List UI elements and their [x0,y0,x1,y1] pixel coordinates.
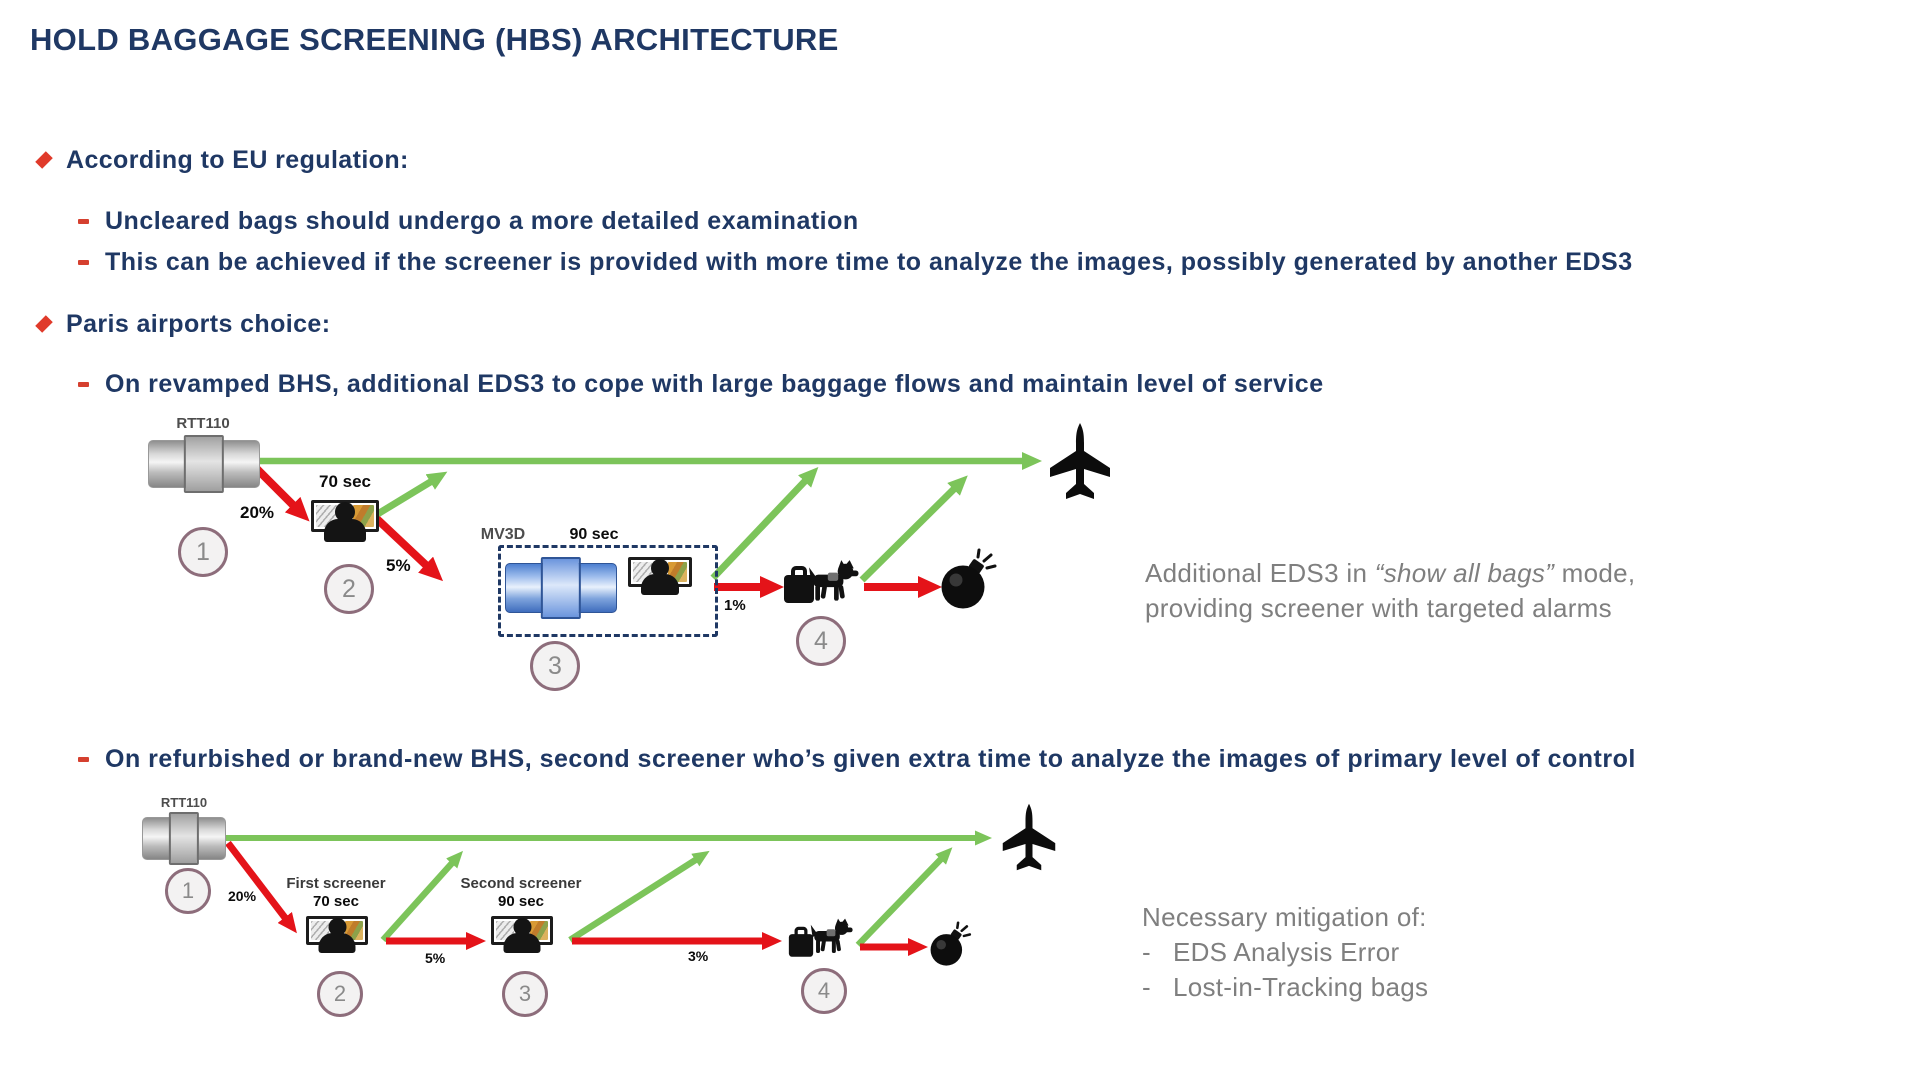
bullet-more-time: This can be achieved if the screener is … [78,248,1633,277]
step-number: 3 [518,981,532,1006]
step-circle-4: 4 [801,968,847,1014]
suitcase-icon [784,566,814,603]
sniffer-dog-icon [809,560,859,601]
annotation-item-label: EDS Analysis Error [1172,937,1400,967]
step-number: 2 [342,574,356,603]
screener-station-icon [311,500,379,542]
step-number: 1 [181,878,195,903]
annotation-quoted-mode: “show all bags” [1374,558,1555,588]
green-arrow-search-clear [859,475,968,583]
first-screener-time-label: 70 sec [313,893,359,910]
bomb-icon [941,548,997,609]
machine-gantry [540,557,582,619]
green-arrow-search-clear [855,847,953,948]
bomb-icon [930,921,972,966]
annotation-item-label: Lost-in-Tracking bags [1172,972,1429,1002]
eds3-time-label: 90 sec [569,526,619,543]
page-title: HOLD BAGGAGE SCREENING (HBS) ARCHITECTUR… [30,22,839,57]
screener-station-icon [306,916,368,953]
reject-rate-label: 20% [240,503,275,522]
red-arrow-to-eds [374,516,444,582]
bullet-revamped-bhs: On revamped BHS, additional EDS3 to cope… [78,370,1324,399]
annotation-text: Additional EDS3 in [1145,558,1375,588]
screener-station-icon [628,557,692,595]
eds-machine-label: RTT110 [176,415,230,432]
bullet-refurbished-bhs: On refurbished or brand-new BHS, second … [78,745,1636,774]
step-number: 4 [817,978,831,1003]
bullet-more-time-label: This can be achieved if the screener is … [105,248,1633,276]
bullet-revamped-bhs-label: On revamped BHS, additional EDS3 to cope… [105,370,1324,398]
green-arrow-eds-clear [710,466,819,581]
step-number: 4 [814,626,828,655]
second-screener-label: Second screener [460,875,582,892]
reject-rate-label: 5% [425,950,446,966]
reject-rate-label: 3% [688,948,709,964]
screener-person-icon [641,559,679,595]
eds3-name-label: MV3D [480,526,526,543]
green-arrow-second-clear [568,850,710,943]
green-arrow-first-clear [380,850,464,943]
step-circle-3: 3 [502,971,548,1017]
diamond-bullet-icon [35,151,53,169]
bullet-paris-choice-label: Paris airports choice: [66,310,331,338]
dash-bullet-icon [78,757,89,762]
diamond-bullet-icon [35,315,53,333]
step-number: 3 [548,651,562,680]
first-screener-label: First screener [286,875,386,892]
machine-gantry [183,435,225,493]
bullet-uncleared-bags-label: Uncleared bags should undergo a more det… [105,207,859,235]
xray-machine-icon [148,435,260,493]
annotation-line-2: providing screener with targeted alarms [1145,593,1612,623]
second-screener-time-label: 90 sec [498,893,544,910]
reject-rate-label: 5% [386,556,411,575]
screener-station-icon [491,916,553,953]
additional-eds3-dashed-box [498,545,718,637]
annotation-line-1: Additional EDS3 in “show all bags” mode, [1145,556,1635,591]
step-circle-2: 2 [324,564,374,614]
bullet-eu-regulation: According to EU regulation: [35,146,409,175]
step-circle-4: 4 [796,616,846,666]
bullet-eu-regulation-label: According to EU regulation: [66,146,409,174]
step-circle-1: 1 [165,868,211,914]
red-arrow-to-first-screener [225,840,297,934]
eds3-machine-icon [505,557,617,619]
diagram-revamped-bhs: RTT110 20% 1 70 sec 2 5% MV3D 90 sec [100,415,1160,710]
annotation-mitigation: Necessary mitigation of: - EDS Analysis … [1142,900,1428,1005]
xray-machine-icon [142,812,226,865]
machine-gantry [168,812,200,865]
annotation-heading: Necessary mitigation of: [1142,902,1427,932]
airplane-icon [1002,803,1056,871]
reject-rate-label: 20% [228,888,257,904]
green-arrow-screener-clear [374,471,448,518]
annotation-item: - Lost-in-Tracking bags [1142,970,1428,1005]
reject-rate-label: 1% [724,597,746,614]
annotation-text: mode, [1554,558,1636,588]
flow-arrows-layer [250,452,1042,598]
step-circle-2: 2 [317,971,363,1017]
dash-bullet-icon [78,382,89,387]
dash-bullet-icon [78,219,89,224]
annotation-show-all-bags: Additional EDS3 in “show all bags” mode,… [1145,556,1635,626]
screener-time-label: 70 sec [319,472,371,491]
airplane-icon [1050,423,1110,499]
diagram-refurbished-bhs: RTT110 1 20% First screener 70 sec 2 5% … [100,795,1110,1040]
bullet-refurbished-bhs-label: On refurbished or brand-new BHS, second … [105,745,1636,773]
bullet-paris-choice: Paris airports choice: [35,310,331,339]
dash-bullet-icon [78,260,89,265]
step-number: 1 [196,537,210,566]
dash-marker: - [1142,937,1151,967]
screener-person-icon [318,918,356,953]
eds-machine-label: RTT110 [160,795,208,810]
suitcase-icon [788,926,814,957]
step-circle-3: 3 [530,641,580,691]
sniffer-dog-icon [810,918,853,953]
screener-person-icon [503,918,541,953]
step-circle-1: 1 [178,527,228,577]
dash-marker: - [1142,972,1151,1002]
bullet-uncleared-bags: Uncleared bags should undergo a more det… [78,207,859,236]
flow-arrows-layer [225,830,992,956]
step-number: 2 [333,981,347,1006]
screener-person-icon [324,502,366,542]
annotation-item: - EDS Analysis Error [1142,935,1428,970]
